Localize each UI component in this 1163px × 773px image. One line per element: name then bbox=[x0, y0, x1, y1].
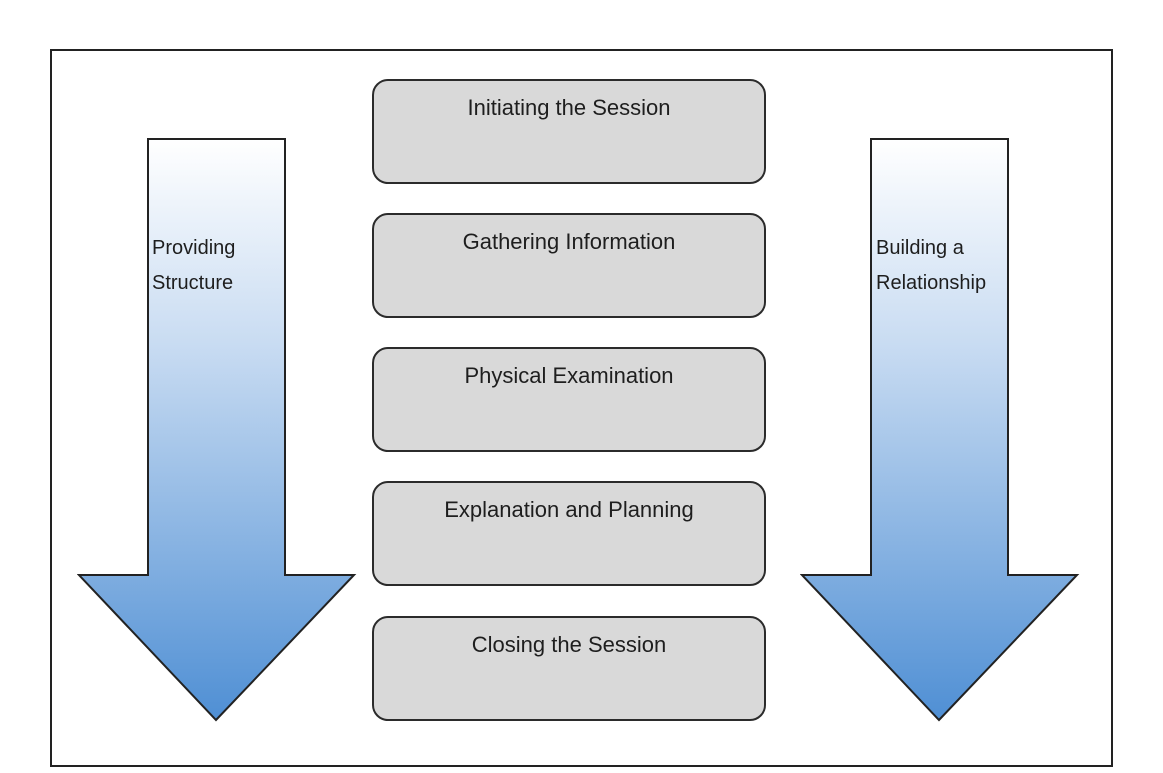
stage-explanation-planning: Explanation and Planning bbox=[372, 481, 766, 586]
stage-closing-session: Closing the Session bbox=[372, 616, 766, 721]
down-arrow-icon bbox=[800, 138, 1080, 722]
stage-initiating-session: Initiating the Session bbox=[372, 79, 766, 184]
stage-gathering-information: Gathering Information bbox=[372, 213, 766, 318]
arrow-label-providing-structure: Providing Structure bbox=[152, 237, 236, 294]
building-relationship-arrow: Building a Relationship bbox=[800, 138, 1080, 723]
stage-physical-examination: Physical Examination bbox=[372, 347, 766, 452]
providing-structure-arrow: Providing Structure bbox=[77, 138, 357, 723]
down-arrow-icon bbox=[77, 138, 357, 722]
arrow-label-building-relationship: Building a Relationship bbox=[876, 237, 987, 294]
